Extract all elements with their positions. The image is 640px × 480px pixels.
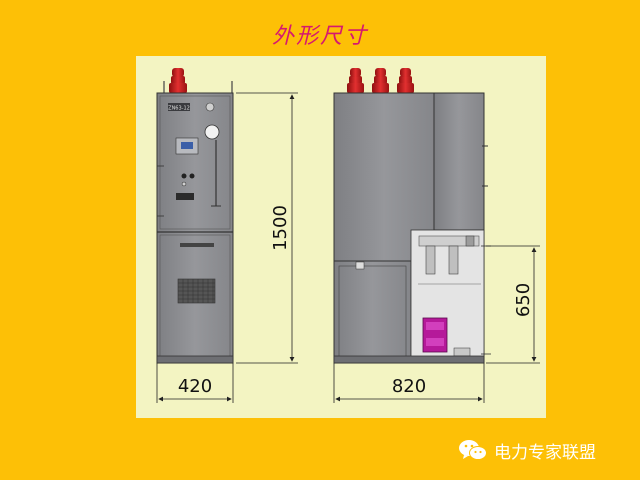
indicator-icon (205, 102, 215, 112)
page-title: 外形尺寸 (271, 24, 368, 49)
height-dimension-650 (486, 245, 540, 364)
height-label-1500: 1500 (270, 205, 291, 251)
height-label-650: 650 (513, 283, 534, 317)
watermark-text: 电力专家联盟 (494, 442, 596, 463)
knob-icon (189, 173, 195, 179)
knob-icon (181, 173, 187, 179)
side-insulators (347, 68, 414, 93)
watermark: 电力专家联盟 (458, 436, 596, 464)
front-view-cabinet: ZN63-12 (156, 68, 234, 364)
side-view-cabinet (333, 68, 491, 364)
insulator-column (425, 245, 436, 275)
drawing-panel: ZN63-12 (136, 56, 546, 418)
wechat-icon (459, 440, 487, 460)
width-label-420: 420 (178, 376, 212, 397)
height-dimension-1500 (236, 92, 298, 364)
front-insulator (169, 68, 187, 93)
width-label-820: 820 (392, 376, 426, 397)
operation-window (176, 193, 194, 200)
display-screen (181, 142, 193, 149)
nameplate-text: ZN63-12 (168, 106, 190, 112)
gauge-icon (204, 124, 220, 140)
width-dimension-420 (156, 363, 234, 403)
cabinet-drawing: ZN63-12 (156, 68, 540, 403)
width-dimension-820 (333, 363, 485, 403)
insulator-column (448, 245, 459, 275)
